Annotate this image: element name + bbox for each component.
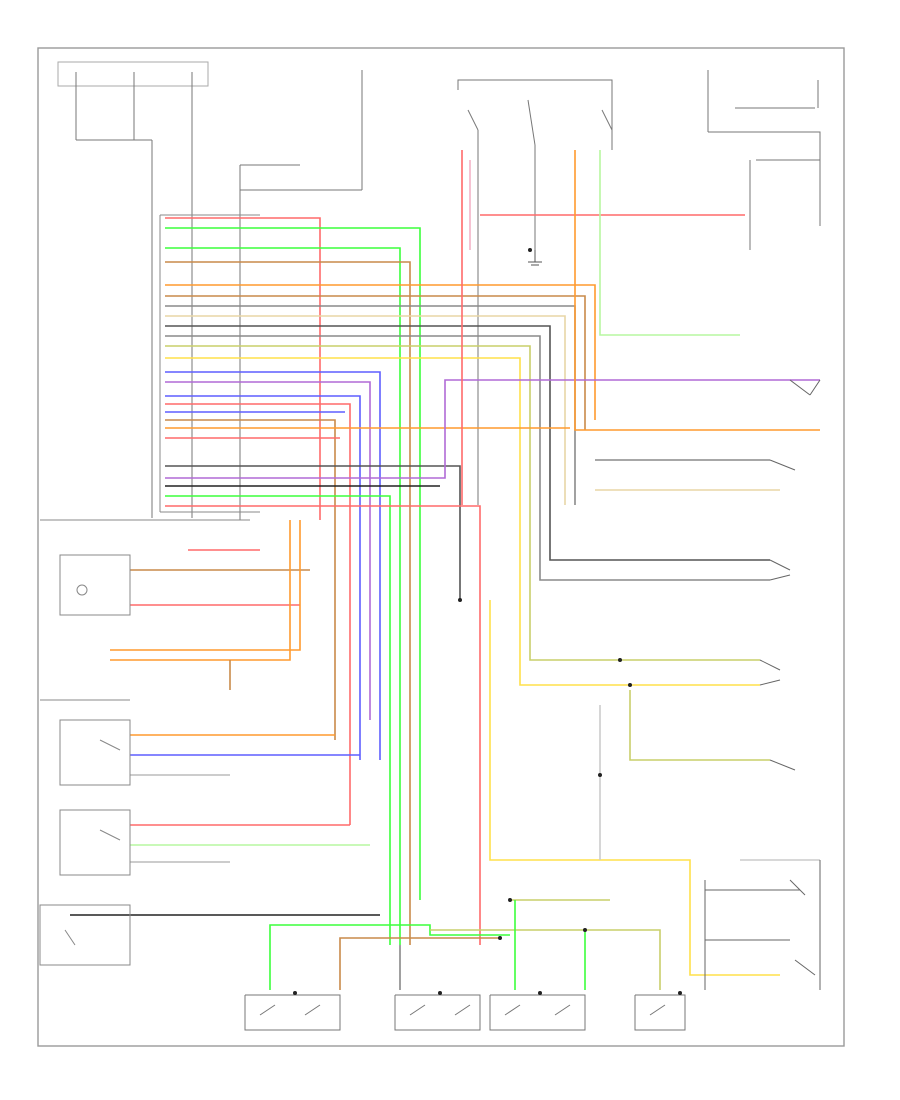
wire-dgray-2 [165, 465, 461, 600]
wire-tan-1 [165, 261, 411, 945]
wire-green-3 [165, 495, 391, 945]
wire-olive-bottom [629, 690, 770, 761]
wire-dgray-1 [165, 325, 770, 561]
wire-blue-1 [165, 371, 381, 760]
wire-green-2 [165, 247, 401, 945]
wire-gray-2 [165, 335, 770, 581]
splice-points [293, 248, 682, 995]
center-fuse [239, 70, 363, 520]
wire-red-1 [165, 217, 321, 520]
bottom-wires [269, 899, 661, 990]
wire-yellow-1 [165, 357, 760, 686]
right-feed [707, 70, 821, 250]
wire-green-bus [269, 924, 510, 990]
wire-lgreen-relay [599, 150, 740, 336]
wire-green-1 [165, 227, 421, 900]
wire-purple-2 [165, 379, 820, 479]
bottom-switch-boxes [244, 994, 686, 1031]
ground-symbol [528, 250, 542, 266]
wire-orange-sw2 [110, 520, 291, 661]
wire-orange-relay [574, 150, 820, 431]
wire-orange-1 [165, 284, 596, 420]
relay-box [457, 79, 613, 505]
wire-yellow-bottom [489, 600, 780, 976]
diagram-border [37, 47, 845, 1047]
wire-orange-sw1 [110, 520, 301, 651]
wire-tan-2 [165, 295, 586, 430]
wire-olive-1 [165, 345, 760, 661]
wire-purple-1 [165, 381, 371, 720]
wire-tan-3 [165, 419, 336, 740]
right-switches [704, 379, 821, 990]
wire-blue-2 [165, 395, 361, 760]
left-switch-wires [70, 520, 380, 916]
fuse-feed-group [57, 61, 209, 518]
left-switch-boxes [39, 554, 131, 966]
right-wires [461, 150, 820, 976]
wire-tan-bus [339, 937, 500, 990]
wire-red-2 [165, 403, 351, 825]
connector-bracket [40, 214, 260, 521]
harness-wires [165, 217, 820, 945]
wire-beige-1 [165, 315, 566, 505]
wire-olive-bus [430, 929, 661, 990]
wire-red-4 [165, 505, 481, 945]
